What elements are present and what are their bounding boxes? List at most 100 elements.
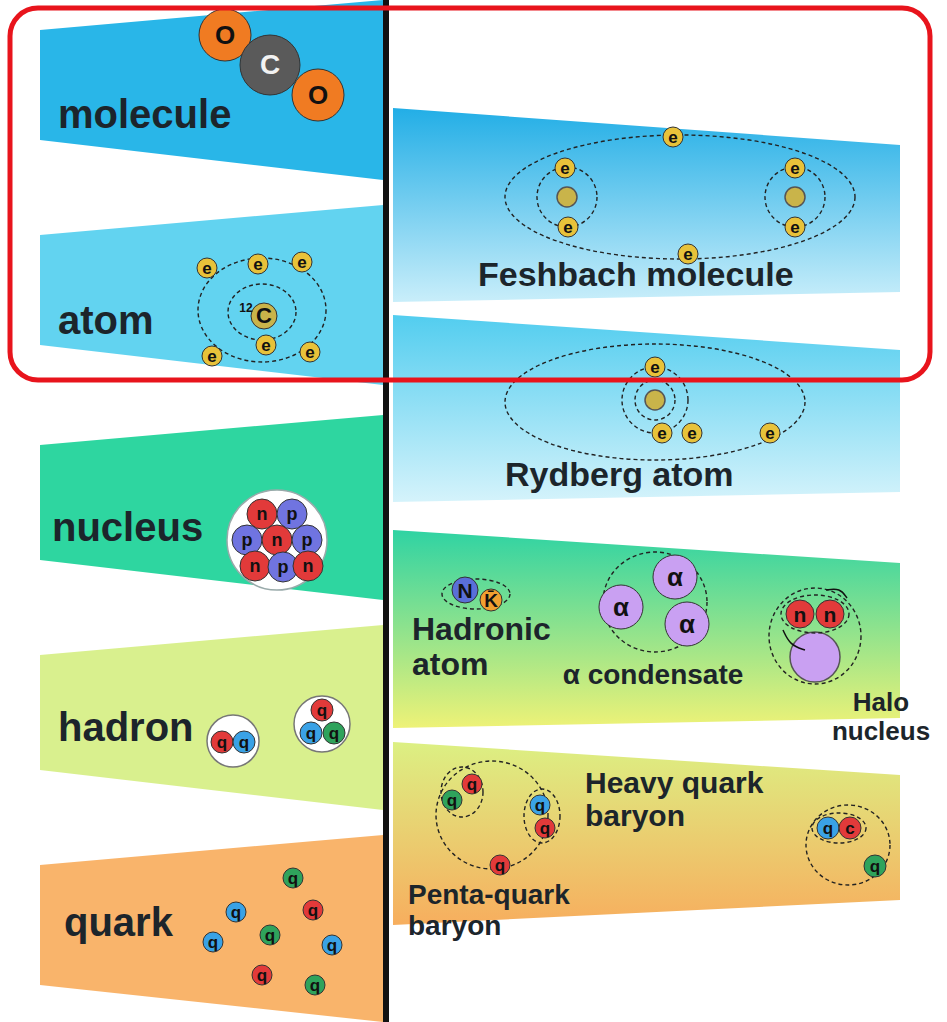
particle-letter: e bbox=[790, 219, 799, 236]
particle-sphere bbox=[480, 589, 502, 611]
particle-letter: q bbox=[217, 734, 227, 751]
dashed-orbit bbox=[441, 767, 483, 817]
dashed-orbit bbox=[524, 789, 560, 843]
particle-letter: q bbox=[257, 967, 267, 984]
particle-letter: 12 bbox=[239, 302, 252, 314]
particle-sphere bbox=[786, 600, 814, 628]
dashed-orbit bbox=[442, 579, 510, 609]
particle-letter: e bbox=[297, 254, 306, 271]
particle-sphere bbox=[277, 499, 307, 529]
particle-sphere bbox=[678, 244, 698, 264]
particle-sphere bbox=[300, 722, 322, 744]
exotic-band: Rydberg atom bbox=[393, 315, 900, 502]
particle-letter: q bbox=[870, 858, 880, 875]
particle-sphere bbox=[817, 817, 839, 839]
dashed-orbit bbox=[812, 813, 866, 843]
particle-letter: e bbox=[563, 219, 572, 236]
particle-sphere bbox=[785, 158, 805, 178]
particle-disc bbox=[207, 715, 259, 767]
particle-sphere bbox=[839, 817, 861, 839]
particle-letter: e bbox=[253, 256, 262, 273]
particle-letter: p bbox=[302, 531, 313, 549]
particle-sphere bbox=[251, 303, 277, 329]
particle-letter: c bbox=[845, 820, 854, 837]
particle-sphere bbox=[322, 935, 342, 955]
particle-sphere bbox=[248, 254, 268, 274]
particle-letter: e bbox=[650, 359, 659, 376]
particle-sphere bbox=[240, 35, 300, 95]
particle-letter: C bbox=[256, 305, 272, 327]
exotic-band: Feshbach molecule bbox=[393, 108, 900, 302]
particle-sphere bbox=[293, 551, 323, 581]
particle-letter: α bbox=[667, 564, 683, 590]
particle-sphere bbox=[260, 925, 280, 945]
band-fill bbox=[40, 625, 383, 810]
particle-sphere bbox=[490, 855, 510, 875]
particle-sphere bbox=[558, 217, 578, 237]
particle-letter: e bbox=[657, 425, 666, 442]
particle-letter: q bbox=[239, 734, 249, 751]
particle-letter: q bbox=[535, 797, 545, 814]
dashed-orbit bbox=[806, 805, 890, 885]
band-label: nucleus bbox=[52, 505, 203, 549]
particle-sphere bbox=[262, 525, 292, 555]
particle-sphere bbox=[665, 602, 709, 646]
band-fill bbox=[393, 315, 900, 502]
band-label: quark bbox=[64, 900, 173, 944]
particle-sphere bbox=[226, 902, 246, 922]
band-fill bbox=[40, 205, 383, 385]
particle-sphere bbox=[462, 774, 482, 794]
band-label: Halo nucleus bbox=[822, 688, 940, 745]
particle-sphere bbox=[599, 585, 643, 629]
particle-sphere bbox=[292, 525, 322, 555]
particle-letter: n bbox=[303, 557, 314, 575]
dashed-orbit bbox=[505, 344, 805, 460]
highlight-frame bbox=[10, 8, 930, 380]
particle-sphere bbox=[283, 868, 303, 888]
particle-letter: q bbox=[447, 792, 457, 809]
particle-letter: n bbox=[250, 557, 261, 575]
particle-letter: e bbox=[261, 337, 270, 354]
particle-sphere bbox=[535, 818, 555, 838]
halo-arrow bbox=[826, 589, 847, 598]
dashed-orbit bbox=[781, 595, 849, 633]
particle-sphere bbox=[292, 69, 344, 121]
particle-sphere bbox=[197, 258, 217, 278]
band-fill bbox=[40, 415, 383, 600]
particle-sphere bbox=[303, 900, 323, 920]
particle-sphere bbox=[864, 855, 886, 877]
particle-letter: K̄ bbox=[484, 591, 498, 610]
particle-letter: q bbox=[208, 934, 218, 951]
particle-sphere bbox=[247, 499, 277, 529]
particle-letter: q bbox=[308, 902, 318, 919]
particle-letter: q bbox=[329, 725, 339, 742]
band-fill bbox=[40, 835, 383, 1022]
particle-letter: O bbox=[308, 82, 328, 108]
band-fill bbox=[393, 108, 900, 302]
particle-letter: e bbox=[683, 246, 692, 263]
particle-letter: q bbox=[265, 927, 275, 944]
particle-letter: e bbox=[687, 425, 696, 442]
particle-letter: p bbox=[242, 531, 253, 549]
particle-sphere bbox=[305, 975, 325, 995]
band-label: Penta-quark baryon bbox=[408, 880, 613, 942]
particle-letter: p bbox=[278, 558, 289, 576]
particle-sphere bbox=[203, 932, 223, 952]
particle-letter: q bbox=[495, 857, 505, 874]
particle-letter: e bbox=[560, 160, 569, 177]
particle-sphere bbox=[323, 722, 345, 744]
particle-letter: e bbox=[668, 129, 677, 146]
particle-sphere bbox=[240, 551, 270, 581]
particle-letter: e bbox=[765, 425, 774, 442]
particle-sphere bbox=[652, 423, 672, 443]
dashed-orbit bbox=[436, 761, 548, 869]
particle-letter: α bbox=[613, 594, 629, 620]
particle-sphere bbox=[442, 790, 462, 810]
dashed-orbit bbox=[635, 380, 675, 420]
particle-sphere bbox=[311, 699, 333, 721]
particle-disc bbox=[557, 187, 577, 207]
particle-sphere bbox=[232, 525, 262, 555]
scale-band: hadron bbox=[40, 625, 383, 810]
band-shape bbox=[40, 0, 383, 180]
particle-sphere bbox=[645, 357, 665, 377]
